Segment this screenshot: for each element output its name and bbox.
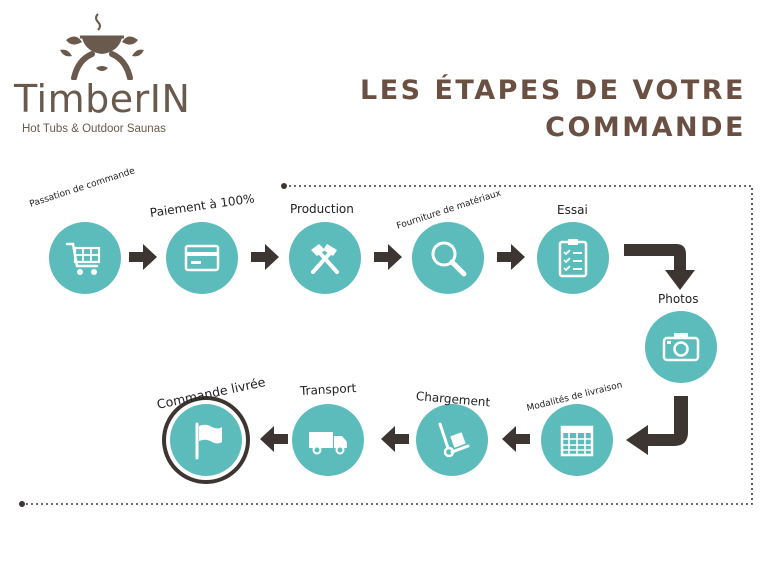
step-circle-delivered: [170, 404, 242, 476]
dotted-frame: [22, 185, 753, 505]
arrow-3: [374, 244, 402, 270]
shopping-cart-icon: [65, 242, 101, 275]
arrow-2: [251, 244, 279, 270]
step-ring-delivered: [162, 396, 250, 484]
arrow-5-corner: [624, 244, 695, 290]
arrow-7: [502, 426, 530, 452]
page-title-line-1: LES ÉTAPES DE VOTRE: [359, 75, 746, 106]
step-label-test: Essai: [557, 203, 588, 217]
magnifier-icon: [431, 241, 467, 277]
page-title-line-2: COMMANDE: [545, 112, 746, 143]
step-label-transport: Transport: [299, 381, 357, 398]
step-circle-production: [289, 222, 361, 294]
arrow-9: [260, 426, 288, 452]
step-circle-order: [49, 222, 121, 294]
step-circle-loading: [416, 404, 488, 476]
step-circle-photos: [645, 311, 717, 383]
logo-name: TimberIN: [14, 77, 191, 121]
hand-truck-icon: [438, 422, 470, 458]
frame-end-dot: [19, 501, 25, 507]
step-label-production: Production: [290, 202, 354, 216]
arrow-1: [129, 244, 157, 270]
step-label-order: Passation de commande: [28, 166, 137, 210]
step-circle-transport: [292, 404, 364, 476]
clipboard-checklist-icon: [558, 239, 588, 278]
logo-tagline: Hot Tubs & Outdoor Saunas: [22, 123, 166, 135]
step-circle-test: [537, 222, 609, 294]
logo: [14, 10, 194, 140]
step-label-payment: Paiement à 100%: [149, 191, 256, 220]
calendar-icon: [560, 425, 594, 457]
step-circle-delivery-terms: [541, 404, 613, 476]
credit-card-icon: [184, 244, 220, 272]
step-label-photos: Photos: [658, 292, 699, 306]
flag-icon: [195, 422, 222, 460]
step-circle-payment: [166, 222, 238, 294]
hammers-icon: [311, 244, 339, 274]
logo-tub-icon: [60, 13, 144, 80]
frame-start-dot: [281, 183, 287, 189]
truck-icon: [309, 432, 347, 455]
step-circle-materials: [412, 222, 484, 294]
arrow-8: [381, 426, 409, 452]
arrow-4: [497, 244, 525, 270]
camera-icon: [662, 333, 700, 362]
arrow-6-corner: [626, 396, 688, 455]
